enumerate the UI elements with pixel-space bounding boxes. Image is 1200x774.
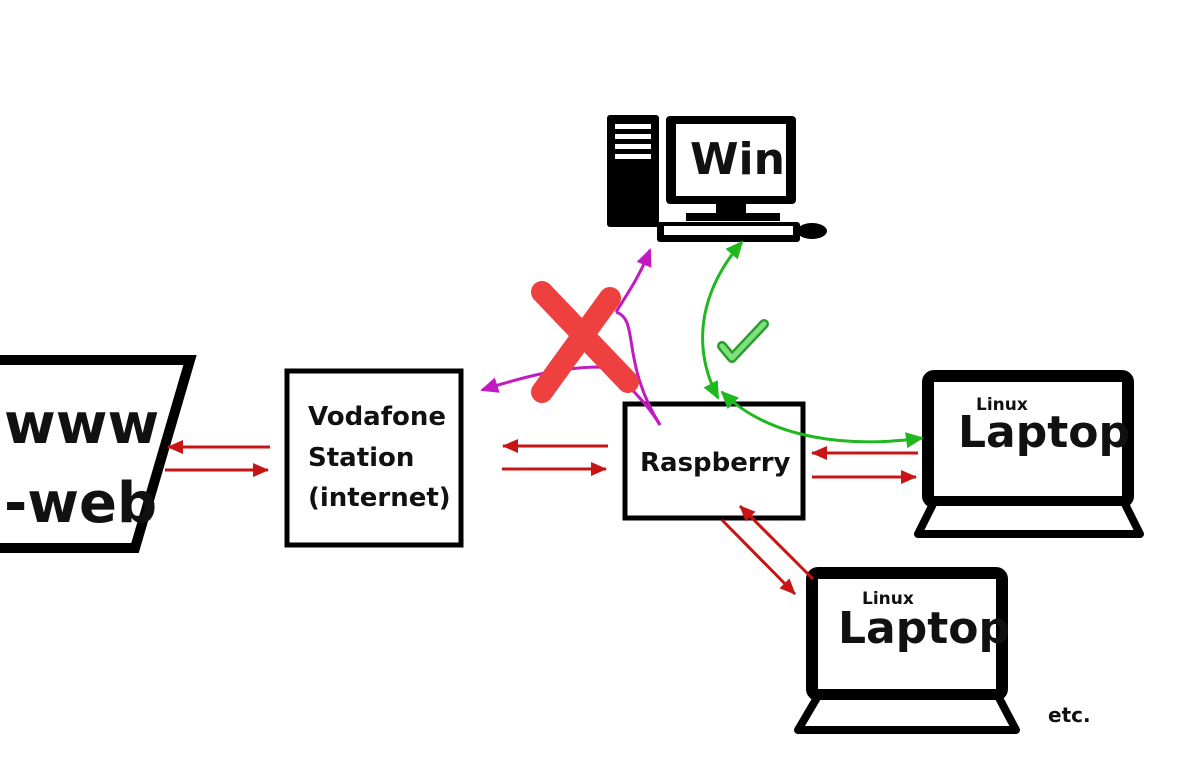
web-label-line2: -web (4, 471, 157, 536)
laptop-icon (794, 567, 1020, 734)
vodafone-label-line3: (internet) (308, 483, 451, 513)
monitor-icon (666, 116, 796, 221)
raspberry-label: Raspberry (640, 448, 791, 478)
green-check-icon (717, 319, 769, 363)
red-arrow (738, 504, 815, 581)
pc-tower-icon (607, 115, 659, 227)
win-label: Win (690, 134, 785, 185)
green-arrow (701, 240, 744, 399)
vodafone-label-line1: Vodafone (308, 402, 446, 432)
laptop-right-node: Linux Laptop (914, 370, 1144, 538)
link-vodafone-raspberry (502, 439, 608, 476)
laptop-bottom-small-label: Linux (862, 589, 914, 609)
vodafone-station-node: Vodafone Station (internet) (284, 368, 464, 548)
red-arrow (720, 518, 797, 596)
link-web-vodafone (165, 440, 270, 477)
web-node: www -web (0, 355, 197, 553)
green-arrow (720, 390, 924, 449)
vodafone-label-line2: Station (308, 443, 414, 473)
mouse-icon (797, 223, 827, 239)
red-x-icon (531, 281, 639, 403)
win-pc-node: Win (607, 115, 827, 242)
etc-label: etc. (1048, 703, 1091, 727)
raspberry-node: Raspberry (622, 401, 806, 521)
laptop-right-small-label: Linux (976, 395, 1028, 415)
laptop-right-big-label: Laptop (958, 407, 1130, 458)
keyboard-icon (657, 222, 800, 242)
laptop-icon (914, 370, 1144, 538)
magenta-line (615, 310, 662, 426)
laptop-bottom-node: Linux Laptop (794, 567, 1020, 734)
link-win-raspberry-allowed (701, 240, 924, 449)
link-raspberry-laptop-right (811, 446, 918, 484)
magenta-arrow (614, 248, 652, 313)
laptop-bottom-big-label: Laptop (838, 603, 1010, 654)
web-label-line1: www (4, 392, 159, 457)
link-raspberry-laptop-bottom (720, 504, 815, 596)
